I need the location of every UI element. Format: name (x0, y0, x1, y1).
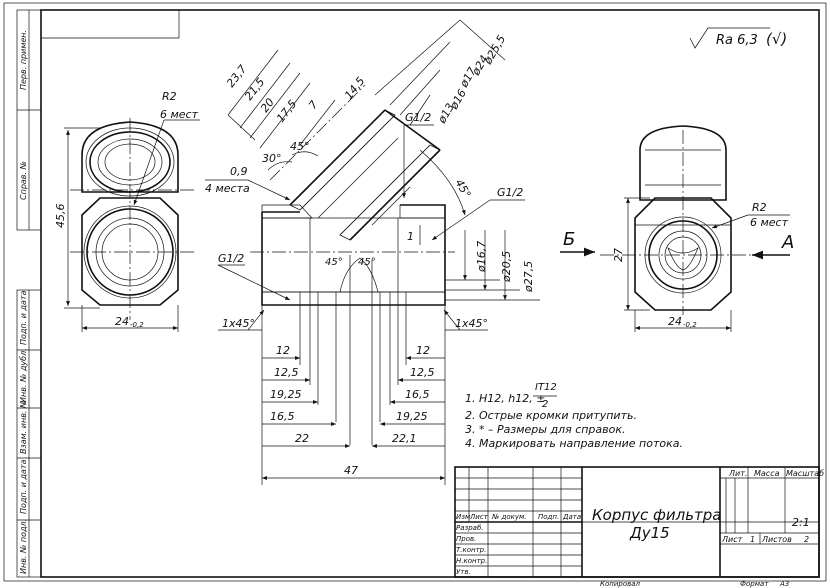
chamfer-left: 1x45° (222, 317, 255, 330)
tb-col-date: Дата (562, 513, 581, 521)
side-label-0: Перв. примен. (19, 30, 28, 90)
tb-row-utv: Утв. (456, 568, 471, 576)
angle-30: 30° (262, 152, 282, 165)
tb-sheets: Листов (761, 535, 792, 544)
overall-dim: 47 (344, 464, 358, 477)
note-1-den: 2 (542, 399, 548, 410)
right-diam-0: ø16,7 (475, 241, 488, 273)
chamfer-small: 0,9 (230, 165, 248, 178)
side-label-1: Справ. № (19, 161, 28, 200)
side-label-2: Подп. и дата (19, 290, 28, 345)
note-4: 4. Маркировать направление потока. (465, 437, 683, 450)
tb-sheet: Лист (721, 535, 743, 544)
left-height-dim: 45,6 (54, 204, 67, 229)
notes: 1. H12, h12, ± IT12 2 2. Острые кромки п… (465, 382, 683, 450)
tb-col-list: Лист (469, 513, 489, 521)
tb-col-sign: Подп. (538, 513, 559, 521)
left-view: R2 6 мест 45,6 24 -0,2 (54, 90, 200, 332)
tb-sheets-value: 2 (804, 535, 809, 544)
left-r-count: 6 мест (160, 108, 199, 121)
bottom-left-3: 16,5 (270, 410, 295, 423)
bottom-left-2: 19,25 (270, 388, 302, 401)
right-height-dim: 27 (612, 248, 625, 262)
title-block: Изм Лист № докум. Подп. Дата Разраб. Про… (454, 466, 824, 588)
dim-1: 1 (407, 230, 414, 243)
bottom-right-2: 16,5 (405, 388, 430, 401)
note-3: 3. * – Размеры для справок. (465, 423, 626, 436)
angle-45-b: 45° (452, 177, 473, 200)
side-strip: Перв. примен. Справ. № Подп. и дата Инв.… (16, 9, 42, 578)
tb-row-tkontr: Т.контр. (456, 546, 486, 554)
bottom-left-0: 12 (276, 344, 290, 357)
right-width-dim: 24 (668, 315, 682, 328)
tb-name-line1: Корпус фильтра (592, 506, 722, 524)
angle-45-a: 45° (290, 140, 310, 153)
side-label-6: Инв. № подл. (19, 519, 28, 574)
right-width-tol: -0,2 (683, 321, 697, 329)
right-r-count: 6 мест (750, 216, 789, 229)
bottom-right-3: 19,25 (396, 410, 428, 423)
angle-45-d: 45° (358, 257, 376, 268)
tb-format: Формат (740, 580, 769, 588)
right-view: R2 6 мест А Б 27 24 -0,2 (560, 125, 794, 332)
note-1-num: IT12 (535, 382, 557, 393)
tb-copied: Копировал (600, 580, 641, 588)
bottom-right-0: 12 (416, 344, 430, 357)
tb-row-razrab: Разраб. (456, 524, 484, 532)
side-label-3: Инв. № дубл. (19, 348, 28, 403)
right-diam-2: ø27,5 (522, 261, 535, 293)
bottom-left-4: 22 (295, 432, 309, 445)
diag-dim-0: 23,7 (224, 63, 249, 90)
right-diam-1: ø20,5 (500, 251, 513, 283)
angle-45-c: 45° (325, 257, 343, 268)
view-a-label: А (781, 232, 794, 253)
diag-dim-5: 14,5 (342, 75, 367, 102)
tb-mass: Масса (754, 469, 780, 478)
tb-row-prov: Пров. (456, 535, 476, 543)
tb-sheet-value: 1 (750, 535, 755, 544)
tb-col-izm: Изм (456, 513, 471, 521)
tb-col-doc: № докум. (491, 513, 527, 521)
tb-scale-value: 2:1 (792, 516, 810, 529)
note-1-prefix: 1. H12, h12, ± (465, 392, 545, 405)
outer-border (3, 2, 827, 582)
chamfer-count: 4 места (205, 182, 250, 195)
tb-row-nkontr: Н.контр. (456, 557, 487, 565)
tb-name-line2: Ду15 (629, 524, 670, 542)
bottom-right-4: 22,1 (392, 432, 417, 445)
left-width-dim: 24 (115, 315, 129, 328)
bottom-left-1: 12,5 (274, 366, 299, 379)
roughness-suffix: (√) (766, 30, 787, 48)
tb-scale: Масштаб (786, 469, 824, 478)
chamfer-right: 1x45° (455, 317, 488, 330)
tb-lit: Лит. (728, 469, 747, 478)
side-label-5: Подп. и дата (19, 459, 28, 514)
view-b-label: Б (563, 229, 575, 250)
note-2: 2. Острые кромки притупить. (465, 409, 637, 422)
right-r-label: R2 (752, 201, 767, 214)
roughness-symbol: Ra 6,3 (√) (689, 27, 787, 49)
side-label-4: Взам. инв. № (19, 400, 28, 454)
tb-format-value: А3 (779, 580, 789, 588)
thread-top: G1/2 (405, 111, 431, 124)
left-r-label: R2 (162, 90, 177, 103)
thread-left: G1/2 (218, 252, 244, 265)
diag-dim-2: 20 (258, 96, 277, 115)
left-width-tol: -0,2 (130, 321, 144, 329)
top-left-box (41, 10, 180, 39)
bottom-right-1: 12,5 (410, 366, 435, 379)
roughness-value: Ra 6,3 (716, 33, 758, 48)
diag-dim-4: 7 (306, 98, 321, 112)
thread-right: G1/2 (497, 186, 523, 199)
